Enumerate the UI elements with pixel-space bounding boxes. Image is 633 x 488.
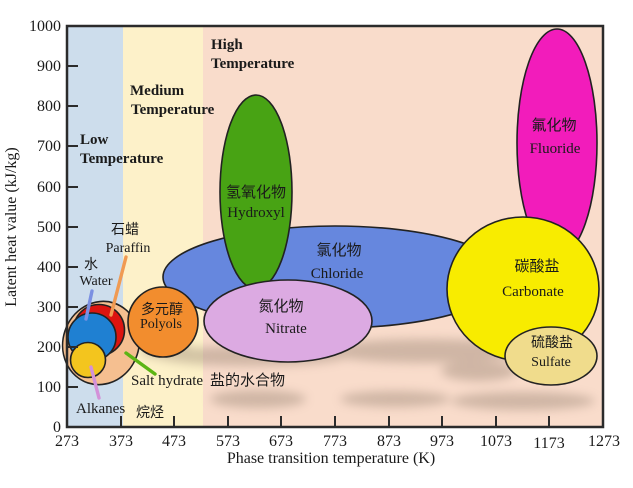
zone-labels: Low Temperature Medium Temperature High … [80, 37, 295, 167]
salt-hydrate-leader-line [124, 351, 157, 376]
material-regions [61, 28, 600, 386]
x-axis-title: Phase transition temperature (K) [227, 450, 435, 467]
x-tick-label: 1073 [480, 433, 512, 450]
high-temperature-label-line1: High [211, 37, 243, 53]
fluoride-label-en: Fluoride [530, 141, 581, 157]
x-tick-label: 273 [55, 433, 79, 450]
material-labels: 氢氧化物 Hydroxyl 氯化物 Chloride 氮化物 Nitrate 氟… [76, 117, 581, 421]
sulfate-label-zh: 硫酸盐 [531, 335, 573, 351]
x-tick-label: 973 [430, 433, 454, 450]
hydroxyl-label-en: Hydroxyl [227, 205, 285, 221]
x-tick-label: 473 [162, 433, 186, 450]
y-tick-label: 400 [37, 259, 61, 276]
carbonate-label-zh: 碳酸盐 [514, 258, 559, 275]
polyols-label-zh: 多元醇 [141, 301, 183, 318]
fluoride-label-zh: 氟化物 [531, 117, 576, 134]
leader-lines [84, 255, 157, 400]
polyols-region [127, 286, 199, 358]
y-tick-label: 700 [37, 138, 61, 155]
medium-temperature-label-line2: Temperature [131, 102, 215, 118]
y-tick-label: 1000 [29, 18, 61, 35]
y-tick-label: 200 [37, 339, 61, 356]
y-tick-label: 300 [37, 299, 61, 316]
salt-hydrate-label-en: Salt hydrate [131, 373, 203, 389]
water-leader-line [84, 289, 94, 321]
carbonate-label-en: Carbonate [502, 284, 564, 300]
sulfate-region [504, 326, 598, 386]
x-tick-label: 1173 [533, 435, 564, 452]
low-temperature-label-line2: Temperature [80, 151, 164, 167]
y-tick-label: 900 [37, 58, 61, 75]
x-tick-labels: 273 373 473 573 673 773 873 973 1073 117… [55, 433, 620, 452]
x-tick-label: 873 [377, 433, 401, 450]
chloride-label-zh: 氯化物 [316, 242, 361, 259]
hydroxyl-label-zh: 氢氧化物 [226, 184, 286, 201]
chloride-label-en: Chloride [311, 266, 364, 282]
paraffin-label-en: Paraffin [106, 241, 151, 256]
y-tick-label: 100 [37, 379, 61, 396]
alkanes-label-zh: 烷烃 [136, 405, 164, 421]
y-tick-label: 600 [37, 179, 61, 196]
paraffin-leader-line [109, 255, 128, 317]
nitrate-region [203, 279, 373, 363]
alkanes-region [69, 341, 107, 379]
nitrate-label-en: Nitrate [265, 321, 307, 337]
x-tick-label: 673 [269, 433, 293, 450]
paraffin-label-zh: 石蜡 [111, 222, 139, 238]
y-tick-label: 0 [53, 419, 61, 436]
water-label-en: Water [79, 274, 112, 289]
y-axis-title: Latent heat value (kJ/kg) [3, 147, 20, 307]
salt-hydrate-label-zh: 盐的水合物 [210, 372, 285, 389]
y-tick-label: 500 [37, 219, 61, 236]
y-tick-labels: 0 100 200 300 400 500 600 700 800 900 10… [29, 18, 61, 436]
sulfate-label-en: Sulfate [531, 355, 571, 370]
x-tick-label: 573 [216, 433, 240, 450]
y-tick-label: 800 [37, 98, 61, 115]
nitrate-label-zh: 氮化物 [258, 298, 303, 315]
alkanes-leader-line [89, 365, 101, 400]
x-tick-label: 373 [109, 433, 133, 450]
plot-frame [65, 24, 605, 429]
low-temperature-label-line1: Low [80, 132, 109, 148]
polyols-label-en: Polyols [140, 317, 182, 332]
high-temperature-label-line2: Temperature [211, 56, 295, 72]
alkanes-label-en: Alkanes [76, 401, 125, 417]
x-tick-label: 1273 [588, 433, 620, 450]
water-label-zh: 水 [84, 257, 98, 273]
x-tick-label: 773 [323, 433, 347, 450]
axis-ticks [67, 65, 550, 427]
medium-temperature-label-line1: Medium [130, 83, 185, 99]
